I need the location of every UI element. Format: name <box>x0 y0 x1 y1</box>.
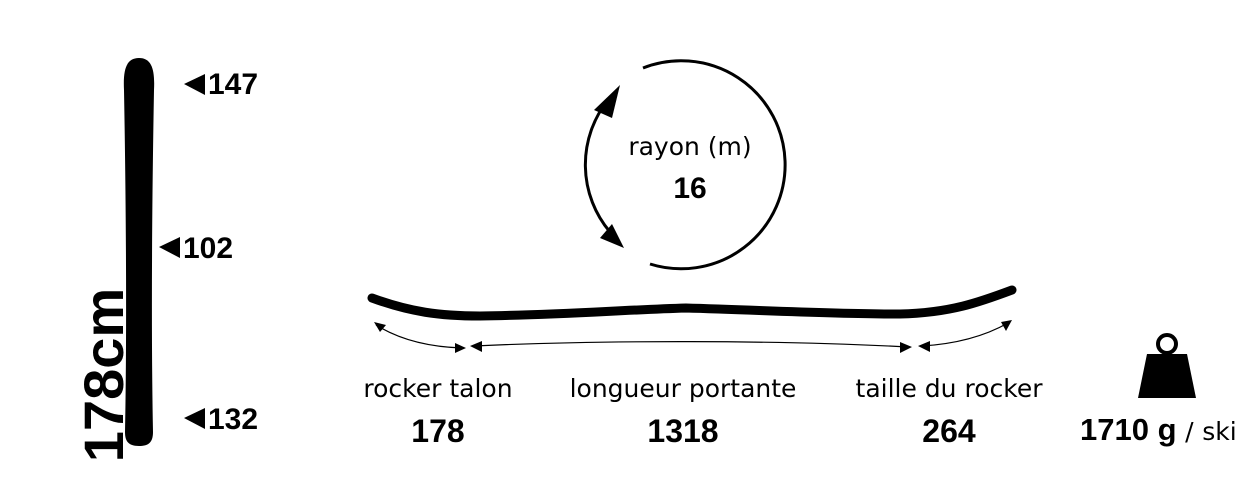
effective-edge-value: 1318 <box>647 413 719 449</box>
ski-profile-shape <box>367 285 1017 321</box>
weight-separator: / <box>1185 417 1194 446</box>
radius-arrows-icon <box>583 59 787 271</box>
weight-line: 1710 g / ski <box>1080 412 1258 450</box>
weight-value: 1710 g <box>1080 412 1177 447</box>
tip-rocker-value: 264 <box>922 413 976 449</box>
tail-rocker-value: 178 <box>411 413 465 449</box>
tail-rocker-label: rocker talon <box>363 374 513 403</box>
tip-width-value: 147 <box>208 68 259 101</box>
waist-width-value: 102 <box>183 232 234 265</box>
weight-icon <box>1138 333 1196 398</box>
effective-edge-dimension <box>470 341 912 353</box>
weight-unit: ski <box>1202 417 1237 446</box>
radius-value: 16 <box>673 172 707 205</box>
tip-width-arrow-icon <box>184 74 205 95</box>
tail-width-arrow-icon <box>184 408 205 429</box>
effective-edge-label: longueur portante <box>569 374 797 403</box>
radius-label: rayon (m) <box>628 132 752 161</box>
ski-top-view-shape <box>123 58 155 446</box>
waist-width-arrow-icon <box>159 237 180 258</box>
tail-rocker-dimension <box>374 322 466 353</box>
tip-rocker-label: taille du rocker <box>855 374 1043 403</box>
tail-width-value: 132 <box>208 403 259 436</box>
tip-rocker-dimension <box>918 320 1012 352</box>
